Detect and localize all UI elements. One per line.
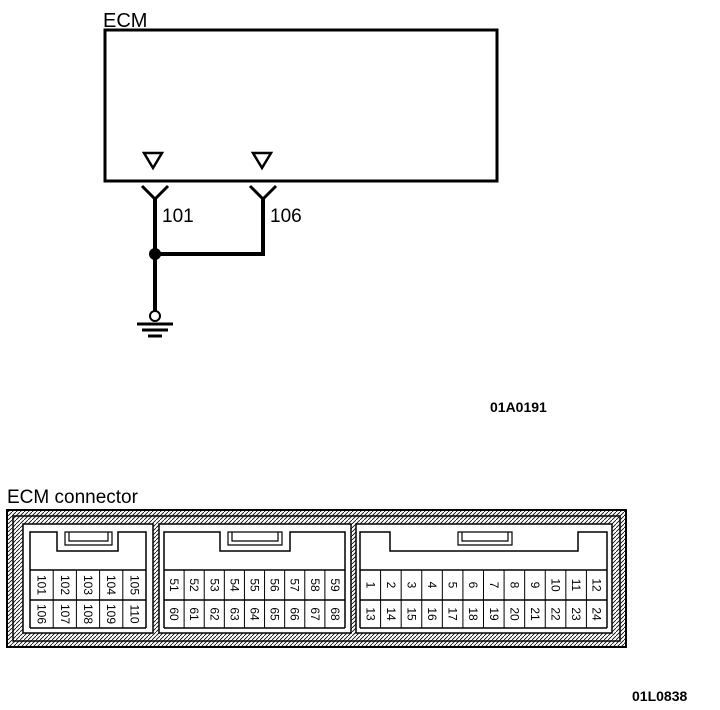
pin-51: 51: [167, 578, 181, 592]
pin-23: 23: [569, 607, 583, 621]
ecm-box: [103, 28, 499, 183]
wiring-figure-code: 01A0191: [490, 399, 547, 415]
pin-16: 16: [425, 607, 439, 621]
pin-13: 13: [363, 607, 377, 621]
terminal-101-label: 101: [162, 206, 194, 227]
ground-icon: [137, 310, 173, 338]
pin-102: 102: [58, 575, 72, 595]
terminal-101-triangle-icon: [141, 151, 165, 171]
pin-65: 65: [268, 607, 282, 621]
pin-58: 58: [308, 578, 322, 592]
pin-103: 103: [81, 575, 95, 595]
pin-6: 6: [466, 582, 480, 589]
pin-12: 12: [590, 578, 604, 592]
splice-point: [149, 248, 161, 260]
pin-104: 104: [104, 575, 118, 595]
terminal-106: 106: [248, 151, 302, 227]
pin-63: 63: [227, 607, 241, 621]
wiring-diagram: ECM 101 106 01A0191: [103, 10, 547, 415]
pin-20: 20: [507, 607, 521, 621]
connector-block-1-latch: [64, 531, 113, 546]
pin-105: 105: [127, 575, 141, 595]
pin-3: 3: [404, 582, 418, 589]
pin-108: 108: [81, 604, 95, 624]
pin-110: 110: [127, 604, 141, 623]
pin-66: 66: [288, 607, 302, 621]
pin-1: 1: [363, 582, 377, 589]
connector-block-1-key: [29, 531, 147, 570]
terminal-106-label: 106: [270, 206, 302, 227]
pin-60: 60: [167, 607, 181, 621]
connector-block-3-latch: [457, 531, 513, 546]
pin-109: 109: [104, 604, 118, 624]
pin-56: 56: [268, 578, 282, 592]
terminal-106-pin-icon: [248, 184, 278, 202]
pin-57: 57: [288, 578, 302, 592]
pin-54: 54: [227, 578, 241, 592]
pin-11: 11: [569, 579, 583, 592]
connector-block-1-pins: 101 102 103 104 105 106 107 108 109 110: [35, 570, 141, 628]
pin-59: 59: [328, 578, 342, 592]
pin-67: 67: [308, 607, 322, 621]
connector-block-2-pins: 51 52 53 54 55 56 57 58 59 60 61 62 63 64 65 66 67 68: [167, 570, 342, 628]
terminal-106-triangle-icon: [250, 151, 274, 171]
pin-24: 24: [590, 607, 604, 621]
pin-14: 14: [384, 607, 398, 621]
pin-55: 55: [248, 578, 262, 592]
pin-53: 53: [207, 578, 221, 592]
pin-21: 21: [528, 607, 542, 621]
pin-7: 7: [487, 582, 501, 589]
pin-17: 17: [446, 607, 460, 621]
pin-8: 8: [507, 582, 521, 589]
connector-figure-code: 01L0838: [632, 688, 687, 704]
pin-101: 101: [35, 575, 49, 595]
pin-62: 62: [207, 607, 221, 621]
connector-block-2: 51 52 53 54 55 56 57 58 59 60 61 62 63 64 65 66 67 68: [158, 523, 352, 634]
pin-19: 19: [487, 607, 501, 621]
pin-15: 15: [404, 607, 418, 621]
pin-18: 18: [466, 607, 480, 621]
pin-22: 22: [549, 607, 563, 621]
connector-block-3-key: [359, 531, 608, 570]
connector-block-1: 101 102 103 104 105 106 107 108 109 110: [22, 523, 154, 634]
pin-64: 64: [248, 607, 262, 621]
terminal-101: 101: [140, 151, 194, 227]
pin-107: 107: [58, 604, 72, 624]
pin-2: 2: [384, 582, 398, 589]
pin-106: 106: [35, 604, 49, 624]
connector-block-2-latch: [227, 531, 283, 546]
terminal-101-pin-icon: [140, 184, 170, 202]
pin-68: 68: [328, 607, 342, 621]
pin-10: 10: [549, 578, 563, 592]
pin-9: 9: [528, 582, 542, 589]
pin-4: 4: [425, 582, 439, 589]
connector-label: ECM connector: [7, 487, 139, 508]
ecm-label: ECM: [103, 10, 147, 32]
pin-52: 52: [187, 578, 201, 592]
pin-5: 5: [446, 582, 460, 589]
pin-61: 61: [187, 607, 201, 621]
connector-block-2-key: [163, 531, 346, 570]
